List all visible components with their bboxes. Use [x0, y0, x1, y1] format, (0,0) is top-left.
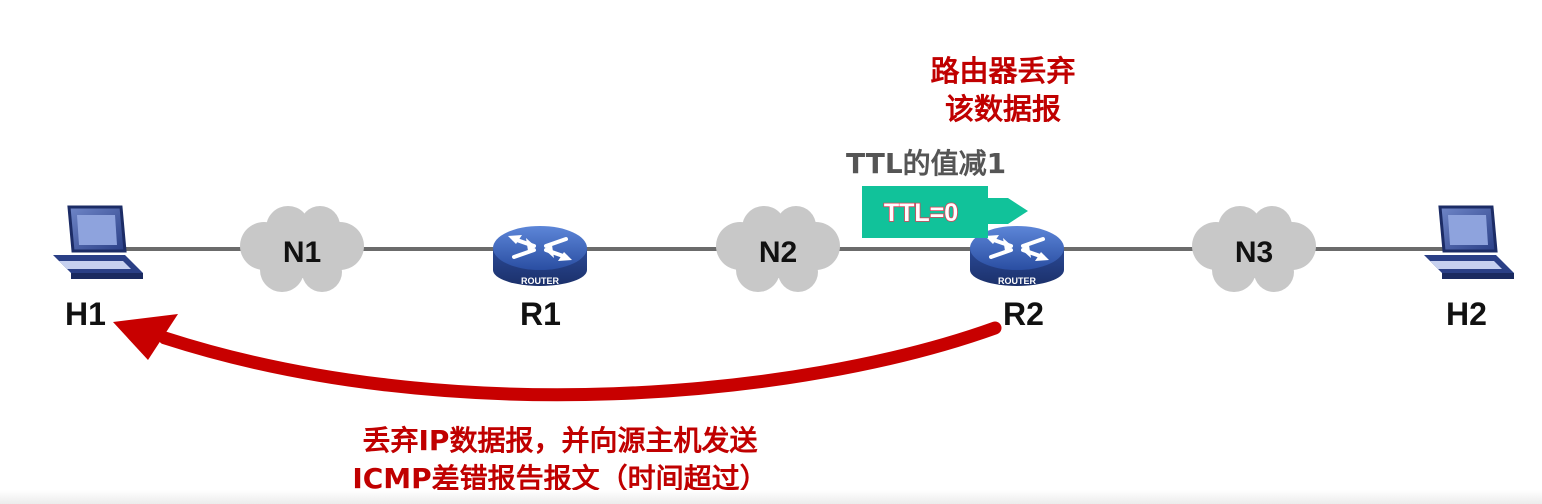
computer-icon-h1: [53, 205, 143, 279]
icmp-return-arrow: [113, 314, 1002, 402]
router-icon-r1: ROUTER: [493, 226, 587, 286]
host-label-h2: H2: [1446, 296, 1487, 332]
network-cloud-n2: [716, 206, 840, 292]
network-cloud-n3: [1192, 206, 1316, 292]
cloud-label-n2: N2: [759, 236, 797, 269]
router-icon-r2: ROUTER: [970, 226, 1064, 286]
router-badge-r2: ROUTER: [998, 276, 1037, 286]
discard-line-2: 该数据报: [944, 92, 1061, 126]
packet-label: TTL=0: [884, 199, 958, 227]
icmp-line-2: ICMP差错报告报文（时间超过）: [352, 462, 768, 495]
ttl-decrement-label: TTL的值减1: [846, 147, 1007, 180]
host-label-h1: H1: [65, 296, 106, 332]
bottom-edge: [0, 490, 1542, 504]
packet-ttl: TTL=0: [862, 186, 1028, 238]
icmp-annotation: 丢弃IP数据报，并向源主机发送 ICMP差错报告报文（时间超过）: [300, 422, 820, 498]
discard-line-1: 路由器丢弃: [930, 54, 1076, 88]
discard-annotation: 路由器丢弃 该数据报: [900, 52, 1106, 128]
cloud-label-n1: N1: [283, 236, 321, 269]
computer-icon-h2: [1424, 205, 1514, 279]
network-cloud-n1: [240, 206, 364, 292]
router-label-r1: R1: [520, 296, 561, 332]
cloud-label-n3: N3: [1235, 236, 1273, 269]
router-badge-r1: ROUTER: [521, 276, 560, 286]
router-label-r2: R2: [1003, 296, 1044, 332]
icmp-line-1: 丢弃IP数据报，并向源主机发送: [362, 424, 758, 457]
